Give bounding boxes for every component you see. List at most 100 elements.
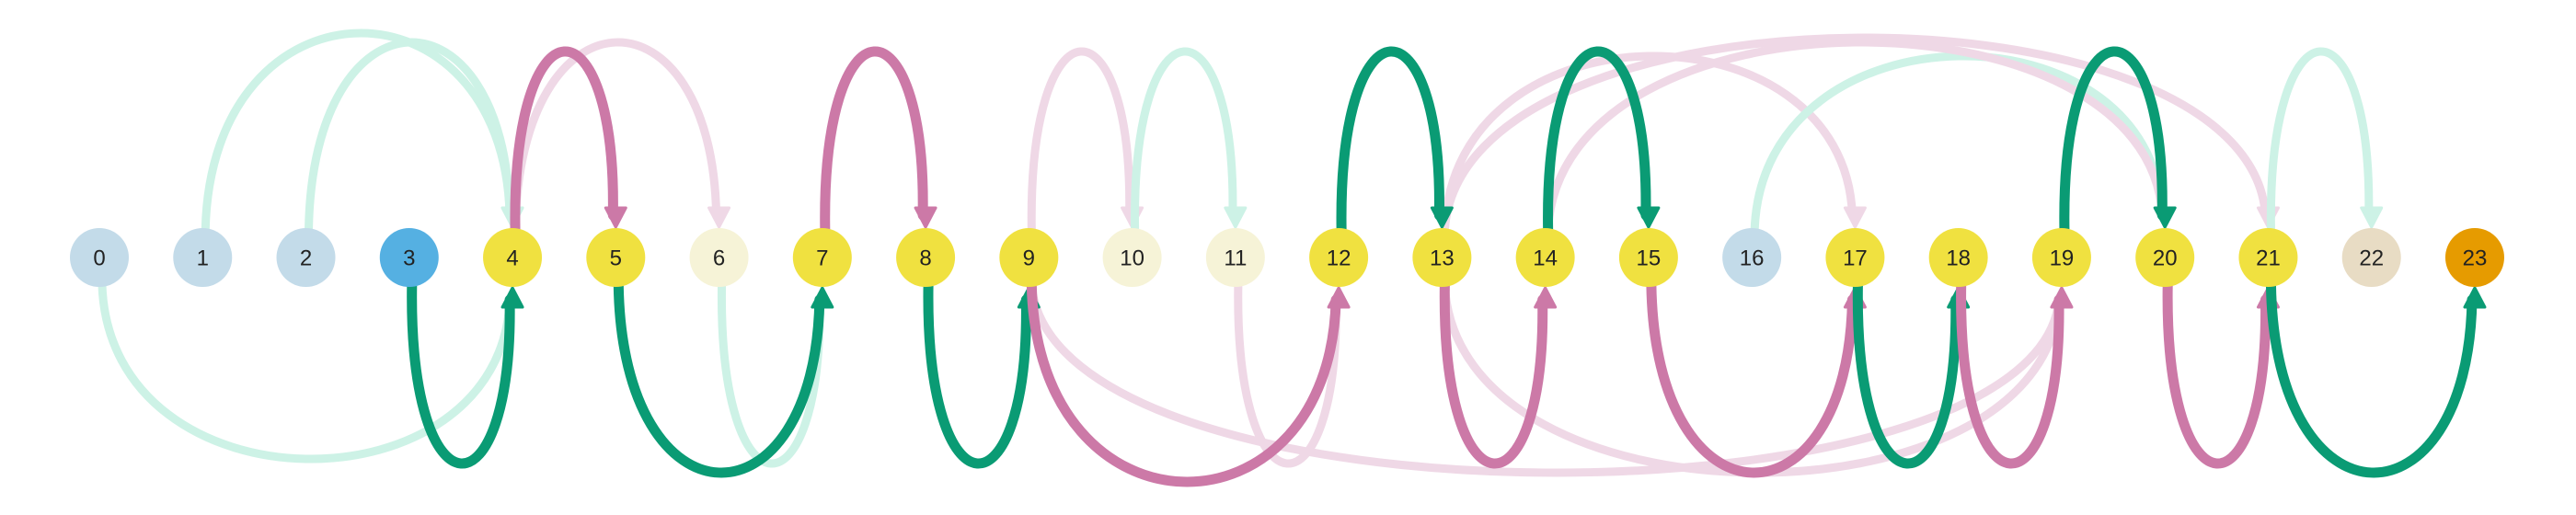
node-circle (379, 228, 439, 287)
node-13: 13 (1412, 228, 1472, 287)
node-14: 14 (1515, 228, 1575, 287)
node-4: 4 (483, 228, 543, 287)
edge-9-to-12 (1026, 280, 1351, 487)
node-8: 8 (896, 228, 956, 287)
edge-14-to-15 (1543, 46, 1661, 235)
edge-path (2059, 46, 2168, 235)
node-16: 16 (1722, 228, 1782, 287)
edge-path (1852, 280, 1961, 469)
node-18: 18 (1928, 228, 1988, 287)
node-circle (276, 228, 336, 287)
node-circle (1205, 228, 1265, 287)
node-circle (2031, 228, 2091, 287)
edge-path (407, 280, 515, 469)
edge-16-to-20 (1750, 52, 2177, 235)
edge-2-to-4 (305, 38, 524, 235)
edge-path (1544, 38, 2167, 235)
edge-path (201, 29, 514, 235)
node-label: 2 (300, 246, 312, 271)
edge-path (923, 280, 1031, 469)
arrowhead (2463, 286, 2487, 309)
arrowhead (500, 286, 524, 309)
node-label: 7 (816, 246, 828, 271)
edge-path (1646, 280, 1857, 478)
edge-path (511, 38, 721, 235)
edge-path (2266, 47, 2374, 235)
node-label: 1 (197, 246, 209, 271)
node-20: 20 (2135, 228, 2195, 287)
node-2: 2 (276, 228, 336, 287)
node-label: 4 (506, 246, 518, 271)
arrowhead (2050, 286, 2074, 309)
edge-path (1440, 52, 1857, 235)
node-15: 15 (1618, 228, 1678, 287)
arrowhead (811, 286, 834, 309)
node-circle (2341, 228, 2401, 287)
edge-5-to-7 (613, 280, 834, 478)
node-circle (999, 228, 1059, 287)
edge-4-to-5 (510, 46, 627, 235)
edge-path (1131, 47, 1237, 235)
edge-path (2162, 280, 2271, 469)
node-3: 3 (379, 228, 439, 287)
edge-path (1750, 52, 2167, 235)
node-label: 11 (1224, 246, 1247, 271)
arrowhead (914, 206, 937, 229)
edge-path (1336, 46, 1444, 235)
edge-7-to-8 (820, 46, 937, 235)
node-22: 22 (2341, 228, 2401, 287)
node-circle (483, 228, 543, 287)
edge-path (2265, 280, 2478, 478)
edge-13-to-14 (1439, 280, 1558, 469)
arrowhead (2153, 206, 2177, 229)
node-21: 21 (2238, 228, 2298, 287)
node-11: 11 (1205, 228, 1265, 287)
node-label: 17 (1843, 246, 1868, 271)
node-label: 20 (2153, 246, 2178, 271)
node-circle (1928, 228, 1988, 287)
node-circle (1618, 228, 1678, 287)
node-label: 12 (1327, 246, 1351, 271)
edge-path (1027, 47, 1134, 235)
node-label: 15 (1637, 246, 1662, 271)
edge-19-to-20 (2059, 46, 2177, 235)
node-23: 23 (2444, 228, 2504, 287)
node-9: 9 (999, 228, 1059, 287)
edge-13-to-17 (1440, 52, 1867, 235)
edge-8-to-9 (923, 280, 1041, 469)
node-circle (2135, 228, 2195, 287)
edge-path (1440, 33, 2270, 235)
edge-path (510, 46, 618, 235)
node-circle (2238, 228, 2298, 287)
node-circle (70, 228, 129, 287)
edge-path (1956, 280, 2064, 469)
edge-21-to-23 (2265, 280, 2487, 478)
edge-path (718, 280, 824, 468)
arrowhead (1430, 206, 1454, 229)
arrowhead (1843, 206, 1867, 229)
node-circle (689, 228, 749, 287)
node-circle (1102, 228, 1162, 287)
arrowhead (1534, 286, 1558, 309)
node-circle (896, 228, 956, 287)
edge-path (1027, 280, 2064, 477)
node-12: 12 (1309, 228, 1369, 287)
node-circle (1515, 228, 1575, 287)
edge-12-to-13 (1336, 46, 1454, 235)
node-10: 10 (1102, 228, 1162, 287)
edge-21-to-22 (2266, 47, 2384, 235)
edge-path (613, 280, 825, 478)
node-circle (173, 228, 233, 287)
edge-layer-strong (407, 46, 2487, 487)
node-6: 6 (689, 228, 749, 287)
node-label: 0 (93, 246, 105, 271)
edge-path (98, 280, 514, 464)
node-circle (1412, 228, 1472, 287)
node-label: 23 (2463, 246, 2488, 271)
node-0: 0 (70, 228, 129, 287)
node-label: 22 (2359, 246, 2384, 271)
edge-4-to-6 (511, 38, 731, 235)
